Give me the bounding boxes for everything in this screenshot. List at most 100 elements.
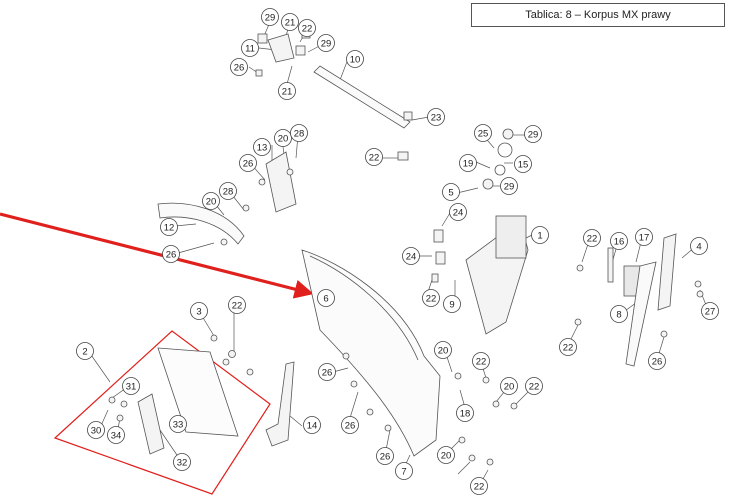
callout-circle	[219, 182, 237, 200]
callout-29-2: 29	[317, 34, 335, 52]
callout-label: 11	[245, 43, 255, 54]
callout-label: 26	[345, 420, 356, 431]
callout-26-3: 26	[162, 245, 180, 263]
callout-26-7: 26	[648, 352, 666, 370]
callout-label: 32	[177, 457, 188, 468]
callout-29-4: 29	[500, 177, 518, 195]
callout-label: 4	[696, 241, 701, 252]
callout-circle	[500, 377, 518, 395]
callout-label: 26	[380, 451, 391, 462]
callout-circle	[241, 39, 259, 57]
callout-circle	[202, 192, 220, 210]
callout-label: 22	[369, 152, 380, 163]
callout-circle	[190, 302, 208, 320]
callout-label: 31	[126, 381, 137, 392]
callout-circle	[395, 462, 413, 480]
callout-label: 22	[563, 342, 574, 353]
callout-label: 30	[91, 425, 102, 436]
callout-circle	[160, 218, 178, 236]
callout-2: 2	[76, 342, 94, 360]
callout-label: 28	[223, 186, 234, 197]
callout-circle	[690, 237, 708, 255]
callout-circle	[169, 415, 187, 433]
callout-25: 25	[474, 124, 492, 142]
callout-20: 20	[274, 129, 292, 147]
callout-9: 9	[443, 295, 461, 313]
part-outlines	[108, 29, 704, 466]
callout-17: 17	[635, 228, 653, 246]
callout-label: 17	[639, 232, 650, 243]
callout-label: 34	[111, 430, 122, 441]
callout-label: 5	[448, 187, 453, 198]
callout-label: 21	[282, 86, 293, 97]
callout-26: 26	[230, 58, 248, 76]
callout-label: 13	[257, 142, 268, 153]
callout-label: 22	[476, 356, 487, 367]
callout-circle	[500, 177, 518, 195]
callout-circle	[524, 125, 542, 143]
callout-label: 22	[529, 381, 540, 392]
callout-20-3: 20	[434, 341, 452, 359]
callout-circle	[456, 404, 474, 422]
callout-label: 33	[173, 419, 184, 430]
callout-22-8: 22	[525, 377, 543, 395]
callout-label: 22	[232, 300, 243, 311]
callout-label: 20	[278, 133, 289, 144]
callout-16: 16	[610, 232, 628, 250]
callout-circle	[274, 129, 292, 147]
callout-29-3: 29	[524, 125, 542, 143]
callout-circle	[442, 183, 460, 201]
callout-circle	[253, 138, 271, 156]
callout-circle	[317, 34, 335, 52]
callout-label: 12	[164, 222, 175, 233]
callout-24-2: 24	[402, 247, 420, 265]
callout-circle	[525, 377, 543, 395]
callout-circle	[701, 302, 719, 320]
callout-circle	[434, 341, 452, 359]
callout-circle	[402, 247, 420, 265]
callout-label: 15	[518, 159, 529, 170]
callout-label: 27	[705, 306, 716, 317]
callout-21-2: 21	[278, 82, 296, 100]
callout-circle	[317, 289, 335, 307]
callout-26-4: 26	[318, 363, 336, 381]
callout-label: 10	[350, 54, 361, 65]
callout-10: 10	[346, 50, 364, 68]
callout-circle	[472, 352, 490, 370]
callout-circle	[318, 363, 336, 381]
callout-19: 19	[459, 154, 477, 172]
sheet-title: Tablica: 8 – Korpus MX prawy	[525, 9, 671, 21]
callout-26-2: 26	[239, 154, 257, 172]
callout-1: 1	[531, 226, 549, 244]
callout-circle	[261, 8, 279, 26]
callout-circle	[278, 82, 296, 100]
callout-label: 26	[243, 158, 254, 169]
callout-circle	[346, 50, 364, 68]
callout-4: 4	[690, 237, 708, 255]
callout-label: 19	[463, 158, 474, 169]
callout-circle	[122, 377, 140, 395]
callout-34: 34	[107, 426, 125, 444]
callout-circle	[422, 289, 440, 307]
callout-label: 16	[614, 236, 625, 247]
callout-label: 1	[537, 230, 542, 241]
callout-3: 3	[190, 302, 208, 320]
callout-label: 22	[302, 23, 313, 34]
callout-circle	[365, 148, 383, 166]
callout-23: 23	[427, 108, 445, 126]
callout-label: 8	[616, 309, 621, 320]
callout-circle	[376, 447, 394, 465]
callout-label: 20	[438, 345, 449, 356]
callout-33: 33	[169, 415, 187, 433]
callout-8: 8	[610, 305, 628, 323]
callout-22: 22	[298, 19, 316, 37]
callout-label: 20	[206, 196, 217, 207]
callout-29: 29	[261, 8, 279, 26]
callout-circle	[449, 203, 467, 221]
callout-circle	[303, 416, 321, 434]
callout-label: 26	[322, 367, 333, 378]
callout-circle	[87, 421, 105, 439]
callout-6: 6	[317, 289, 335, 307]
callout-circle	[470, 477, 488, 495]
